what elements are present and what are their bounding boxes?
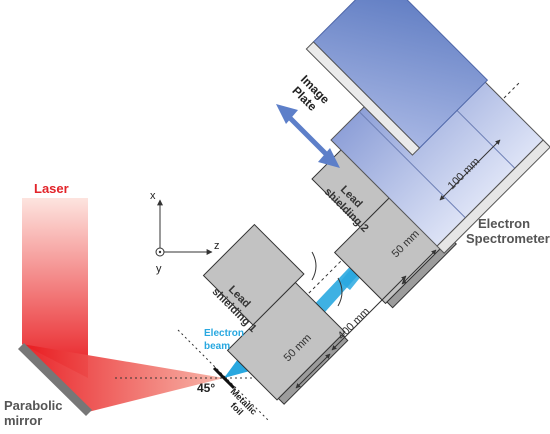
parabolic-mirror-label: Parabolic mirror	[4, 398, 66, 428]
electron-beam-label-line2: beam	[204, 341, 230, 352]
electron-spectrometer-label: Electron Spectrometer	[466, 216, 550, 246]
arrow-head-2	[318, 148, 340, 168]
angle-label: 45°	[197, 381, 215, 395]
image-plate	[305, 0, 489, 156]
break-mark-1	[311, 251, 317, 281]
axis-y-label: y	[156, 263, 162, 275]
electron-beam-label-line1: Electron	[204, 328, 244, 339]
arrow-head-1	[276, 104, 298, 124]
axis-x-label: x	[150, 190, 156, 202]
laser-label: Laser	[34, 181, 69, 196]
image-plate-move-arrow	[282, 110, 334, 162]
metallic-foil-label-line1: Metallic	[229, 386, 259, 416]
dim-line-400mm	[331, 275, 407, 351]
dim-line-100mm	[439, 139, 501, 201]
axis-z-label: z	[214, 240, 220, 252]
electron-spectrometer-label-line1: Electron	[478, 216, 530, 231]
parabolic-mirror-label-line1: Parabolic	[4, 398, 63, 413]
beam-axis-line	[177, 329, 269, 421]
metallic-foil-label: Metallic foil	[222, 386, 261, 425]
coordinate-axes	[155, 199, 213, 257]
dim-line-50mm-a	[295, 353, 331, 389]
metallic-foil	[212, 366, 236, 390]
dim-label-400mm: 400 mm	[336, 306, 373, 343]
parabolic-mirror	[18, 343, 92, 416]
electron-beam-label: Electron beam	[204, 328, 247, 352]
laser-beam	[22, 198, 88, 378]
electron-spectrometer-label-line2: Spectrometer	[466, 231, 550, 246]
parabolic-mirror-label-line2: mirror	[4, 413, 42, 428]
dim-line-50mm-b	[401, 249, 437, 285]
